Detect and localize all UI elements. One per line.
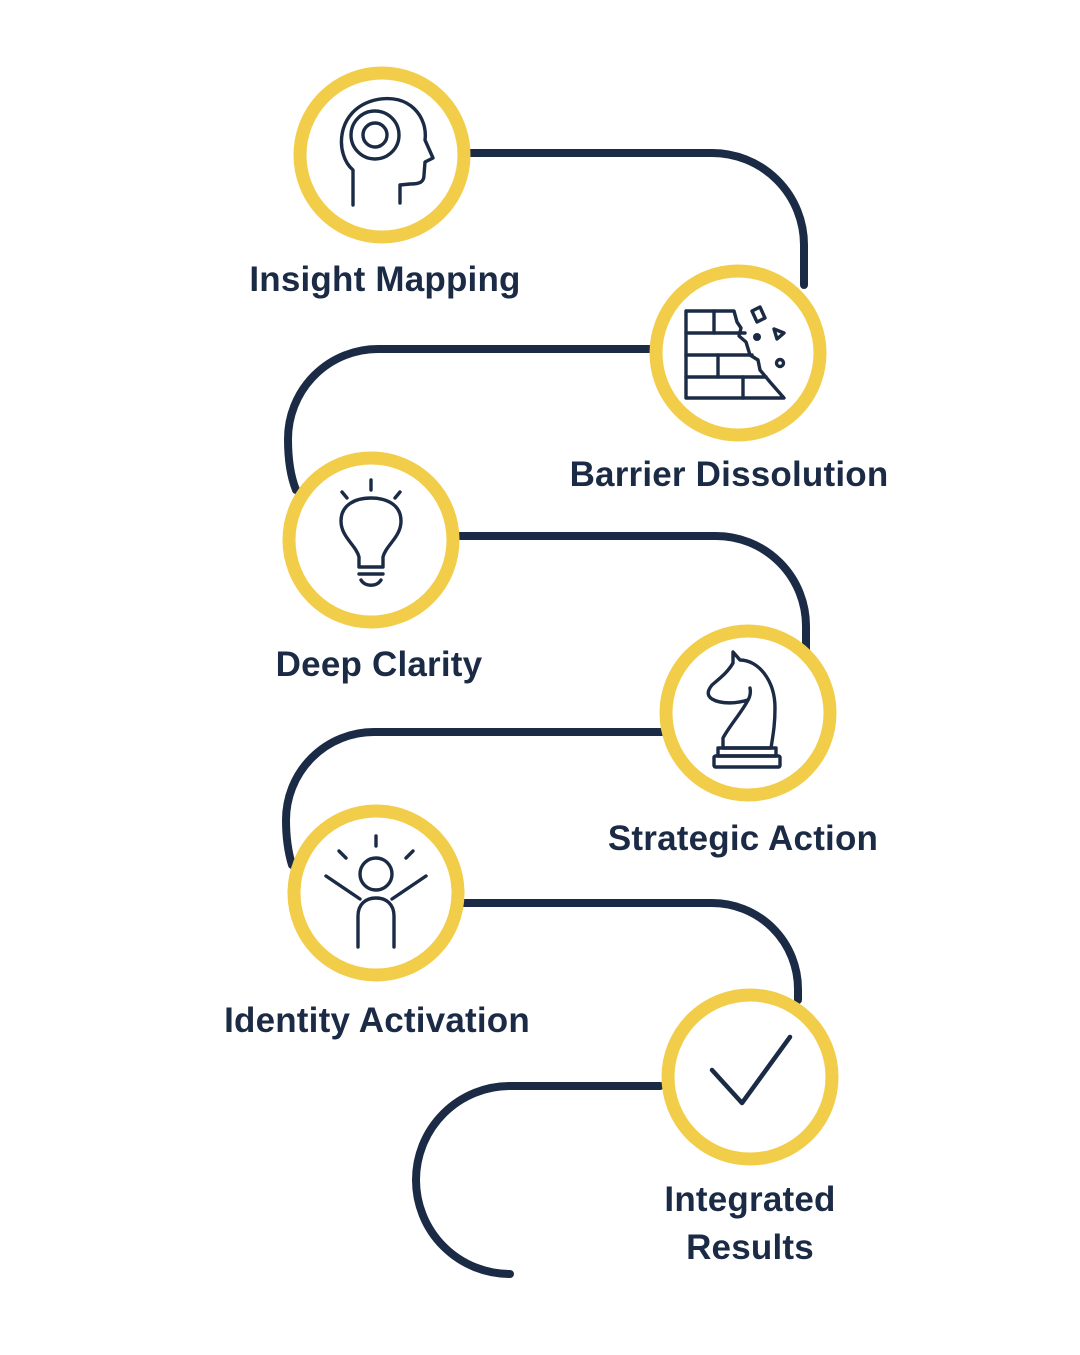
step-4-ring xyxy=(659,624,837,802)
step-1-node xyxy=(293,66,471,244)
step-6-label-line-1: Integrated xyxy=(664,1180,836,1219)
step-2-ring xyxy=(649,264,827,442)
step-1-label: Insight Mapping xyxy=(249,260,521,299)
step-2-node xyxy=(649,264,827,442)
step-3-ring xyxy=(282,451,460,629)
step-5-label: Identity Activation xyxy=(224,1001,530,1040)
step-4-label: Strategic Action xyxy=(607,819,879,858)
connector-3-4 xyxy=(451,532,810,654)
step-3-node xyxy=(282,451,460,629)
connector-path xyxy=(281,149,810,1278)
step-3-label: Deep Clarity xyxy=(275,645,483,684)
step-6-label-line-2: Results xyxy=(686,1228,814,1267)
step-5-ring xyxy=(287,804,465,982)
connector-1-2 xyxy=(461,149,808,289)
lightbulb-icon xyxy=(339,478,403,587)
connector-6-end xyxy=(411,1082,664,1278)
step-6-ring xyxy=(661,988,839,1166)
connector-2-3 xyxy=(283,345,659,494)
connector-4-5 xyxy=(281,728,666,869)
step-5-node xyxy=(287,804,465,982)
crumbling-wall-icon xyxy=(684,305,786,400)
step-6-label: Integrated Results xyxy=(600,1176,900,1272)
checkmark-icon xyxy=(709,1034,793,1106)
chess-knight-icon xyxy=(706,650,782,769)
step-6-node xyxy=(661,988,839,1166)
step-2-label: Barrier Dissolution xyxy=(569,455,889,494)
person-arms-raised-icon xyxy=(324,834,428,949)
step-4-node xyxy=(659,624,837,802)
connector-5-6 xyxy=(456,899,802,1004)
head-target-icon xyxy=(339,96,435,207)
step-1-ring xyxy=(293,66,471,244)
